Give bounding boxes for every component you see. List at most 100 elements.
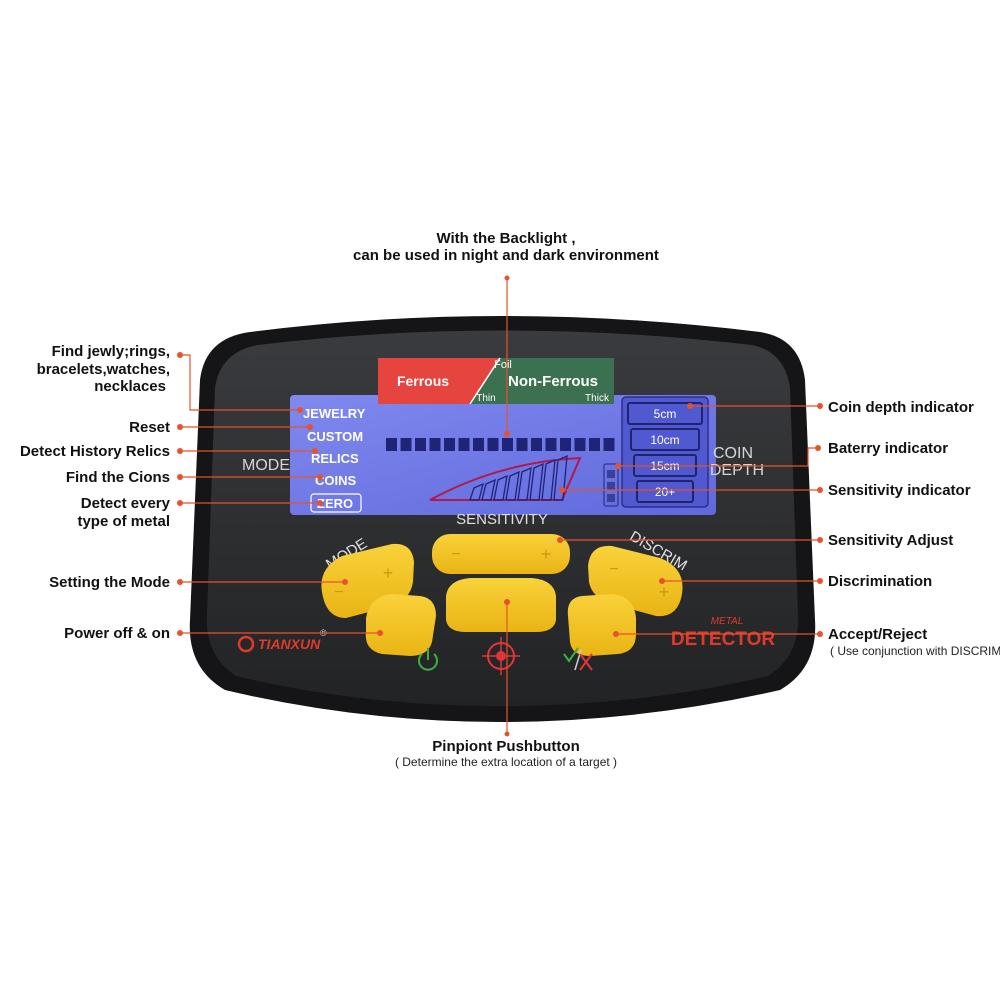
annotation-battery: Baterry indicator (828, 440, 949, 457)
lcd-mode-relics: RELICS (311, 451, 359, 466)
mode-minus-icon: − (334, 584, 343, 601)
annotation-accept-note: ( Use conjunction with DISCRIM ) (830, 644, 1000, 658)
annotation-accept-reject: Accept/Reject (828, 626, 928, 643)
annotation-zero-line1: Detect every (80, 495, 170, 512)
lcd-segment (531, 438, 542, 451)
lcd-target-segments (386, 438, 615, 451)
lcd-segment (429, 438, 441, 451)
sensitivity-minus-icon: − (451, 546, 460, 563)
battery-outline (603, 463, 619, 507)
sensitivity-bar (493, 474, 508, 501)
lcd-segment (545, 438, 557, 451)
lcd-segment (574, 438, 586, 451)
lcd-segment (458, 438, 470, 451)
lcd-ferrous-label: Ferrous (397, 373, 449, 389)
lcd-segment (386, 438, 397, 451)
ferrous-divider (469, 357, 501, 405)
sensitivity-bar (505, 470, 520, 501)
annotation-pinpoint-note: ( Determine the extra location of a targ… (394, 755, 618, 769)
lcd-segment (502, 438, 513, 451)
lcd-segment (589, 438, 600, 451)
lcd-non-ferrous-label: Non-Ferrous (508, 373, 598, 390)
lcd-thick-label: Thick (585, 393, 610, 404)
non-ferrous-zone (470, 358, 614, 404)
lcd-foil-label: Foil (494, 359, 512, 371)
lcd-mode-custom: CUSTOM (307, 429, 363, 444)
sensitivity-button[interactable] (432, 534, 570, 574)
lcd-battery-indicator (603, 463, 619, 507)
panel-coin-label: COIN (713, 445, 753, 462)
power-icon (418, 648, 438, 671)
depth-label-5cm: 5cm (654, 407, 677, 421)
product-small-label: METAL (711, 616, 744, 627)
lcd-mode-coins: COINS (315, 473, 357, 488)
sensitivity-bar (541, 458, 556, 501)
lcd-mode-jewelry: JEWELRY (303, 406, 366, 421)
annotation-discrimination: Discrimination (828, 573, 933, 590)
lcd-segment (603, 438, 615, 451)
lcd-segment (560, 438, 571, 451)
annotation-zero-line2: type of metal (77, 513, 170, 530)
depth-cell-20 (636, 480, 694, 503)
leader-dots (177, 275, 823, 737)
battery-level-1 (607, 494, 615, 502)
annotation-mode: Setting the Mode (49, 574, 170, 591)
lcd-sensitivity-bars (429, 454, 582, 501)
sensitivity-bar (553, 454, 568, 501)
accept-reject-icon (563, 647, 593, 671)
panel-sensitivity-label: SENSITIVITY (456, 511, 548, 528)
sensitivity-bar (517, 466, 532, 501)
power-button[interactable] (365, 594, 436, 656)
lcd-segment (473, 438, 484, 451)
leader-jewelry (180, 354, 300, 411)
annotation-backlight-line1: With the Backlight , (436, 230, 576, 247)
lcd-thin-label: Thin (476, 393, 495, 404)
discrim-minus-icon: − (609, 561, 618, 578)
lcd-mode-zero: ZERO (317, 496, 353, 511)
sensitivity-wedge-outline (429, 456, 582, 501)
annotation-backlight-line2: can be used in night and dark environmen… (353, 247, 659, 264)
annotation-relics: Detect History Relics (19, 443, 170, 460)
battery-level-2 (607, 482, 615, 490)
mode-plus-icon: + (383, 563, 394, 583)
annotation-jewelry-line2: bracelets,watches, (36, 361, 170, 378)
sensitivity-bar (469, 482, 484, 501)
annotation-power: Power off & on (64, 625, 170, 642)
annotation-jewelry-line3: necklaces (94, 378, 166, 395)
annotation-jewelry-line1: Find jewly;rings, (51, 343, 170, 360)
leader-lines (180, 278, 820, 734)
annotation-sensitivity-indicator: Sensitivity indicator (828, 482, 971, 499)
annotation-coins: Find the Cions (65, 469, 170, 486)
leader-battery (618, 447, 818, 467)
brand-logo-mark (237, 635, 255, 653)
accept-reject-button[interactable] (567, 594, 636, 656)
lcd-segment (415, 438, 426, 451)
lcd-segment (444, 438, 455, 451)
lcd-segment (516, 438, 528, 451)
panel-mode-label: MODE (242, 457, 290, 474)
annotation-sensitivity-adjust: Sensitivity Adjust (828, 532, 954, 549)
lcd-segment (487, 438, 499, 451)
pinpoint-crosshair-icon (482, 637, 520, 675)
sensitivity-plus-icon: + (541, 544, 552, 564)
ferrous-zone (378, 358, 500, 404)
panel-depth-label: DEPTH (710, 462, 764, 479)
discrim-plus-icon: + (659, 582, 670, 602)
sensitivity-bar (529, 462, 544, 501)
pinpoint-button[interactable] (446, 578, 556, 632)
depth-cell-5cm (627, 402, 703, 425)
annotation-coin-depth: Coin depth indicator (828, 399, 974, 416)
sensitivity-bar (481, 478, 496, 501)
product-label: DETECTOR (671, 629, 775, 650)
lcd-segment (400, 438, 412, 451)
brand-name: TIANXUN (258, 636, 321, 652)
lcd-coin-depth: 5cm 10cm 15cm 20+ (621, 396, 709, 508)
button-cluster: − + − + − + (321, 534, 683, 656)
battery-level-3 (607, 470, 615, 478)
depth-label-10cm: 10cm (650, 433, 679, 447)
depth-cell-10cm (630, 428, 700, 451)
depth-label-20: 20+ (655, 485, 675, 499)
annotation-reset: Reset (129, 419, 170, 436)
annotation-pinpoint: Pinpiont Pushbutton (432, 738, 580, 755)
